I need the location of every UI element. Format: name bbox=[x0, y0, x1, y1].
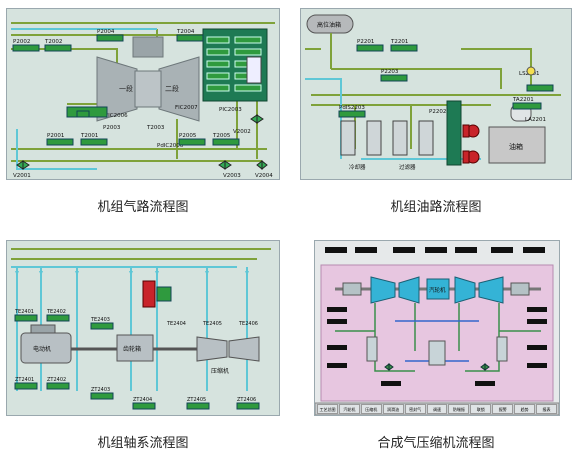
gearbox bbox=[116, 334, 154, 362]
oil-flow-panel[interactable]: 高位油箱 冷却器 过滤器 bbox=[300, 8, 572, 180]
oil-flow-caption: 机组油路流程图 bbox=[390, 200, 482, 215]
oil-cooler-label: 冷却器 bbox=[349, 163, 366, 171]
gas-flow-caption: 机组气路流程图 bbox=[97, 200, 189, 215]
shaft-tag-4: ZT2405 bbox=[187, 397, 206, 403]
shaft-panel[interactable]: 电动机 齿轮箱 压缩机 ZT2401 ZT2402 ZT2403 ZT2404 … bbox=[6, 240, 280, 416]
shaft-tag-7: TE2402 bbox=[46, 309, 66, 315]
synth-tab-5[interactable]: 调速 bbox=[426, 404, 448, 414]
gas-tag-13: FIC2007 bbox=[175, 105, 198, 111]
synth-diagram: 汽轮机 bbox=[315, 241, 559, 415]
gas-tag-1: T2002 bbox=[44, 39, 62, 45]
shaft-tag-9: TE2404 bbox=[166, 321, 186, 327]
shaft-caption: 机组轴系流程图 bbox=[97, 436, 189, 451]
gas-tag-12: FIC2006 bbox=[105, 113, 128, 119]
oil-tag-5: TA2201 bbox=[512, 97, 534, 103]
synth-tab-8[interactable]: 报警 bbox=[492, 404, 514, 414]
shaft-tag-5: ZT2406 bbox=[237, 397, 256, 403]
oil-reservoir bbox=[488, 126, 546, 164]
gas-flow-diagram: 一段 二段 P2002 T2002 P2004 T2004 P2001 T200… bbox=[7, 9, 279, 179]
motor-label: 电动机 bbox=[33, 345, 51, 353]
synth-tab-9[interactable]: 趋势 bbox=[514, 404, 536, 414]
synth-panel[interactable]: 汽轮机 bbox=[314, 240, 560, 416]
synth-tab-bar: 工艺总图 汽轮机 压缩机 润滑油 密封气 调速 防喘振 联锁 报警 趋势 报表 bbox=[317, 404, 557, 414]
gas-tag-15: V2002 bbox=[233, 129, 251, 135]
gas-tag-16: V2003 bbox=[223, 173, 241, 179]
shaft-tag-0: ZT2401 bbox=[15, 377, 34, 383]
shaft-tag-11: TE2406 bbox=[238, 321, 258, 327]
shaft-diagram: 电动机 齿轮箱 压缩机 ZT2401 ZT2402 ZT2403 ZT2404 … bbox=[7, 241, 279, 415]
gas-tag-7: T2005 bbox=[212, 133, 231, 139]
gearbox-label: 齿轮箱 bbox=[123, 345, 141, 353]
oil-tag-6: LA2201 bbox=[525, 117, 546, 123]
synth-tab-2[interactable]: 压缩机 bbox=[360, 404, 382, 414]
oil-tag-0: P2201 bbox=[357, 39, 374, 45]
oil-filter-label: 过滤器 bbox=[399, 163, 416, 171]
oil-tag-2: P2203 bbox=[381, 69, 399, 75]
synth-tab-4[interactable]: 密封气 bbox=[404, 404, 426, 414]
oil-tag-3: PdIS2203 bbox=[339, 105, 365, 111]
gas-tag-11: PdIC2006 bbox=[157, 143, 184, 149]
gas-tag-5: T2001 bbox=[80, 133, 98, 139]
shaft-tag-8: TE2403 bbox=[90, 317, 110, 323]
oil-tag-4: P2202 bbox=[429, 109, 446, 115]
synth-tab-7[interactable]: 联锁 bbox=[470, 404, 492, 414]
synth-tab-1[interactable]: 汽轮机 bbox=[338, 404, 360, 414]
gas-tag-8: P2003 bbox=[103, 125, 121, 131]
gas-tag-4: P2001 bbox=[47, 133, 64, 139]
oil-flow-diagram: 高位油箱 冷却器 过滤器 bbox=[301, 9, 571, 179]
stage-left-label: 一段 bbox=[119, 84, 133, 93]
shaft-tag-10: TE2405 bbox=[202, 321, 222, 327]
gas-tag-14: V2001 bbox=[13, 173, 31, 179]
gas-tag-2: P2004 bbox=[97, 29, 115, 35]
gas-flow-panel[interactable]: 一段 二段 P2002 T2002 P2004 T2004 P2001 T200… bbox=[6, 8, 280, 180]
compressor-body bbox=[96, 56, 138, 122]
shaft-tag-3: ZT2404 bbox=[133, 397, 152, 403]
shaft-compressor bbox=[196, 336, 260, 362]
synth-tab-6[interactable]: 防喘振 bbox=[448, 404, 470, 414]
shaft-compressor-label: 压缩机 bbox=[211, 367, 229, 375]
synth-tab-10[interactable]: 报表 bbox=[536, 404, 557, 414]
synth-tab-3[interactable]: 润滑油 bbox=[382, 404, 404, 414]
high-tank-label: 高位油箱 bbox=[317, 21, 341, 29]
oil-tag-1: T2201 bbox=[390, 39, 408, 45]
gas-tag-10: PIC2003 bbox=[219, 107, 242, 113]
shaft-tag-1: ZT2402 bbox=[47, 377, 66, 383]
stage-right-label: 二段 bbox=[165, 84, 179, 93]
shaft-tag-6: TE2401 bbox=[14, 309, 34, 315]
gas-tag-6: P2005 bbox=[179, 133, 197, 139]
synth-center-label: 汽轮机 bbox=[429, 286, 446, 294]
synth-compressors bbox=[370, 276, 504, 304]
synth-caption: 合成气压缩机流程图 bbox=[377, 436, 495, 451]
gas-tag-9: T2003 bbox=[146, 125, 165, 131]
shaft-tag-2: ZT2403 bbox=[91, 387, 110, 393]
gas-tag-3: T2004 bbox=[176, 29, 195, 35]
gas-tag-0: P2002 bbox=[13, 39, 30, 45]
oil-reservoir-label: 油箱 bbox=[509, 142, 523, 151]
gas-tag-17: V2004 bbox=[255, 173, 273, 179]
synth-tab-0[interactable]: 工艺总图 bbox=[317, 404, 338, 414]
